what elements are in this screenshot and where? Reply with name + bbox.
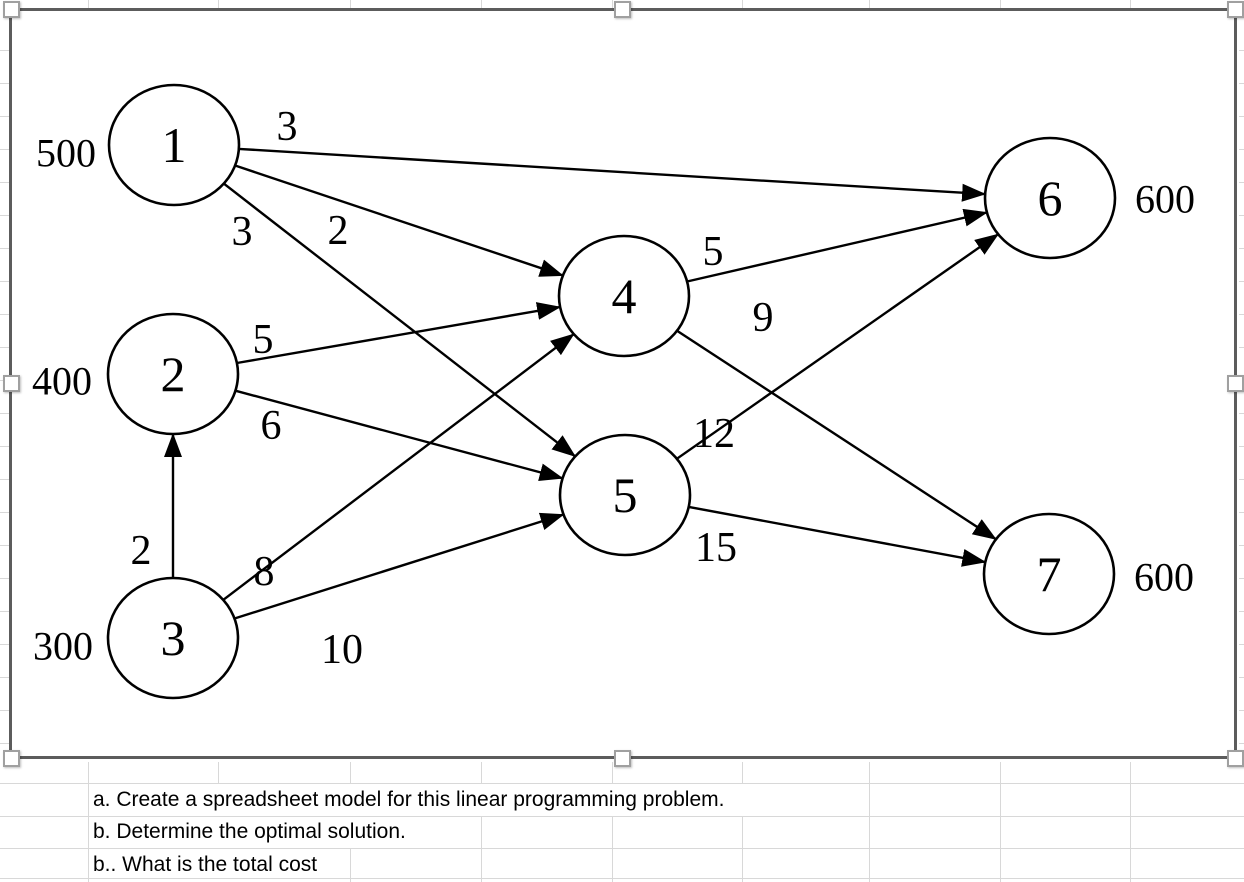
selection-handle-top-left[interactable] bbox=[3, 1, 20, 18]
gridline bbox=[1239, 512, 1244, 513]
gridline bbox=[88, 0, 89, 8]
sheet-cell-note-c[interactable]: b.. What is the total cost bbox=[0, 848, 1244, 882]
gridline bbox=[1130, 0, 1131, 8]
gridline bbox=[1239, 644, 1244, 645]
gridline bbox=[1000, 762, 1001, 783]
gridline bbox=[0, 83, 9, 84]
selection-handle-left-middle[interactable] bbox=[3, 375, 20, 392]
note-c-text: b.. What is the total cost bbox=[93, 853, 318, 876]
gridline bbox=[1239, 50, 1244, 51]
gridline bbox=[869, 783, 870, 816]
gridline bbox=[0, 512, 9, 513]
gridline bbox=[612, 762, 613, 783]
gridline bbox=[0, 816, 1244, 817]
gridline bbox=[481, 0, 482, 8]
gridline bbox=[1239, 545, 1244, 546]
selection-handle-top-middle[interactable] bbox=[614, 1, 631, 18]
gridline bbox=[0, 248, 9, 249]
gridline bbox=[0, 281, 9, 282]
sheet-cell-note-a[interactable]: a. Create a spreadsheet model for this l… bbox=[0, 783, 1244, 816]
gridline bbox=[1130, 816, 1131, 848]
gridline bbox=[742, 816, 743, 848]
gridline bbox=[0, 446, 9, 447]
gridline bbox=[0, 578, 9, 579]
gridline bbox=[0, 50, 9, 51]
gridline bbox=[0, 677, 9, 678]
gridline bbox=[1239, 83, 1244, 84]
selection-handle-right-middle[interactable] bbox=[1227, 375, 1244, 392]
gridline bbox=[0, 413, 9, 414]
gridline bbox=[1239, 281, 1244, 282]
gridline bbox=[0, 878, 1244, 879]
gridline bbox=[1239, 413, 1244, 414]
gridline bbox=[0, 848, 1244, 849]
gridline bbox=[869, 762, 870, 783]
gridline bbox=[0, 116, 9, 117]
gridline bbox=[0, 479, 9, 480]
gridline bbox=[612, 816, 613, 848]
gridline bbox=[869, 0, 870, 8]
gridline bbox=[1239, 149, 1244, 150]
gridline bbox=[742, 848, 743, 882]
gridline bbox=[0, 545, 9, 546]
gridline bbox=[0, 710, 9, 711]
gridline bbox=[1239, 314, 1244, 315]
note-a-text: a. Create a spreadsheet model for this l… bbox=[93, 787, 725, 811]
selection-handle-top-right[interactable] bbox=[1227, 1, 1244, 18]
gridline bbox=[1130, 762, 1131, 783]
gridline bbox=[0, 182, 9, 183]
gridline bbox=[869, 848, 870, 882]
gridline bbox=[1000, 848, 1001, 882]
gridline bbox=[350, 762, 351, 783]
gridline bbox=[481, 816, 482, 848]
gridline bbox=[1239, 611, 1244, 612]
gridline bbox=[1239, 578, 1244, 579]
gridline bbox=[88, 848, 89, 882]
gridline bbox=[1130, 848, 1131, 882]
gridline bbox=[1239, 248, 1244, 249]
gridline bbox=[0, 314, 9, 315]
gridline bbox=[0, 783, 1244, 784]
note-b-text: b. Determine the optimal solution. bbox=[93, 820, 406, 843]
gridline bbox=[742, 762, 743, 783]
gridline bbox=[350, 848, 351, 882]
gridline bbox=[612, 0, 613, 8]
gridline bbox=[1000, 816, 1001, 848]
gridline bbox=[0, 149, 9, 150]
gridline bbox=[869, 816, 870, 848]
gridline bbox=[0, 215, 9, 216]
gridline bbox=[612, 848, 613, 882]
gridline bbox=[1239, 347, 1244, 348]
sheet-cell-note-b[interactable]: b. Determine the optimal solution. bbox=[0, 816, 1244, 848]
selection-handle-bottom-left[interactable] bbox=[3, 750, 20, 767]
gridline bbox=[1239, 215, 1244, 216]
gridline bbox=[1239, 446, 1244, 447]
diagram-image[interactable] bbox=[9, 8, 1237, 759]
gridline bbox=[0, 347, 9, 348]
selection-handle-bottom-middle[interactable] bbox=[614, 750, 631, 767]
gridline bbox=[1130, 783, 1131, 816]
gridline bbox=[88, 816, 89, 848]
gridline bbox=[481, 848, 482, 882]
gridline bbox=[1000, 783, 1001, 816]
gridline bbox=[218, 762, 219, 783]
gridline bbox=[0, 743, 9, 744]
gridline bbox=[1000, 0, 1001, 8]
gridline bbox=[88, 762, 89, 783]
gridline bbox=[1239, 710, 1244, 711]
gridline bbox=[1239, 182, 1244, 183]
gridline bbox=[88, 783, 89, 816]
gridline bbox=[218, 0, 219, 8]
gridline bbox=[350, 0, 351, 8]
gridline bbox=[1239, 479, 1244, 480]
selection-handle-bottom-right[interactable] bbox=[1227, 750, 1244, 767]
gridline bbox=[742, 0, 743, 8]
gridline bbox=[481, 762, 482, 783]
gridline bbox=[0, 611, 9, 612]
gridline bbox=[1239, 743, 1244, 744]
gridline bbox=[1239, 116, 1244, 117]
gridline bbox=[1239, 677, 1244, 678]
gridline bbox=[0, 644, 9, 645]
